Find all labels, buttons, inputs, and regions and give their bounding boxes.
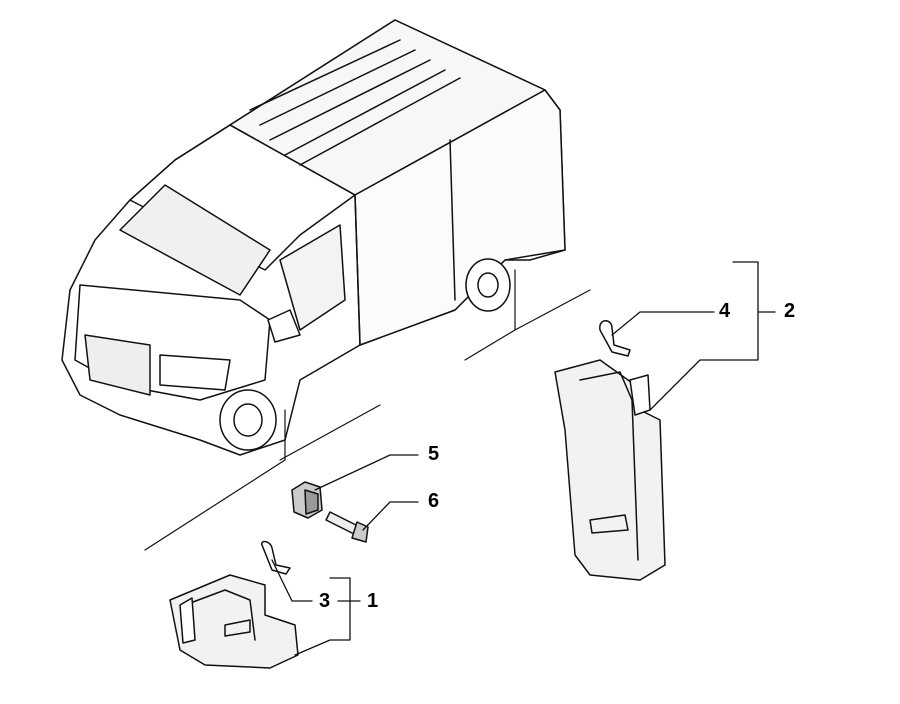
callout-3: 3 [319, 590, 331, 612]
callout-4: 4 [719, 300, 731, 322]
bolt [325, 511, 369, 543]
front-mud-flap [169, 574, 299, 669]
van-illustration [61, 19, 566, 456]
front-clip [261, 540, 291, 575]
rear-clip [599, 320, 631, 357]
callout-6: 6 [428, 490, 440, 512]
callout-2: 2 [784, 300, 796, 322]
rear-mud-flap [554, 359, 666, 581]
cage-nut [291, 481, 323, 519]
callout-1: 1 [367, 590, 379, 612]
guide-lines [144, 269, 591, 551]
leader-lines [271, 261, 776, 656]
callout-5: 5 [428, 443, 440, 465]
